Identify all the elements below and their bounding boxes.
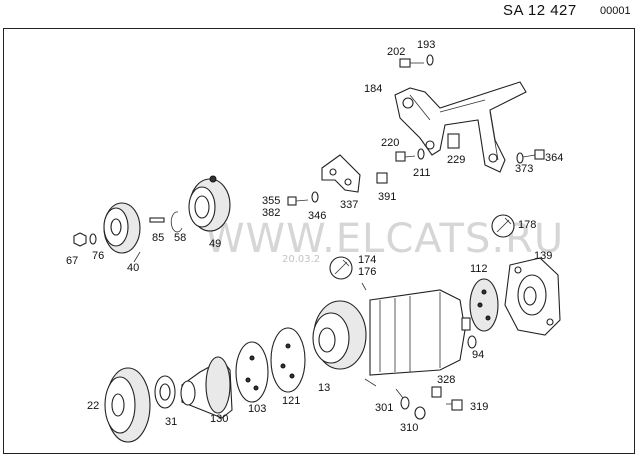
washer-373[interactable] (516, 152, 524, 164)
key-85[interactable] (149, 217, 165, 223)
callout-211: 211 (413, 167, 431, 179)
diagram-frame (3, 28, 635, 454)
o-ring-94[interactable] (467, 335, 477, 349)
bolt-202[interactable] (399, 58, 424, 68)
mounting-bracket[interactable] (394, 81, 527, 173)
bolt-364[interactable] (522, 149, 545, 160)
callout-31: 31 (165, 416, 177, 428)
leader-lines (133, 251, 404, 399)
callout-202: 202 (387, 46, 405, 58)
sheet-code: SA 12 427 (503, 2, 577, 19)
bracket-337[interactable] (321, 154, 361, 193)
disc-121[interactable] (270, 327, 306, 393)
callout-184: 184 (364, 83, 382, 95)
bearing-31[interactable] (154, 375, 176, 409)
callout-220: 220 (381, 137, 399, 149)
callout-22: 22 (87, 400, 99, 412)
callout-58: 58 (174, 232, 186, 244)
callout-346: 346 (308, 210, 326, 222)
callout-67: 67 (66, 255, 78, 267)
wrench-icon-174 (329, 256, 353, 280)
callout-229: 229 (447, 154, 465, 166)
plug-328[interactable] (431, 386, 442, 398)
callout-76: 76 (92, 250, 104, 262)
spacer-229[interactable] (447, 133, 460, 149)
snap-ring-58[interactable] (170, 211, 183, 233)
nut-67[interactable] (73, 232, 87, 247)
washer-346[interactable] (311, 191, 319, 203)
bearing-housing-49[interactable] (188, 175, 231, 232)
callout-13: 13 (318, 382, 330, 394)
cover-139[interactable] (504, 257, 561, 336)
washer-211[interactable] (417, 148, 425, 160)
callout-391: 391 (378, 191, 396, 203)
sheet-header: SA 12 427 00001 (0, 0, 640, 26)
callout-130: 130 (210, 413, 228, 425)
sheet-number: 00001 (600, 5, 631, 17)
washer-193[interactable] (426, 54, 434, 66)
hub-130[interactable] (180, 356, 233, 419)
plate-112[interactable] (469, 278, 499, 332)
washer-76[interactable] (89, 233, 97, 245)
callout-193: 193 (417, 39, 435, 51)
wrench-icon-178 (491, 214, 515, 238)
callout-382: 382 (262, 207, 280, 219)
bolt-319[interactable] (446, 399, 463, 411)
disc-103[interactable] (235, 341, 269, 403)
callout-373: 373 (515, 163, 533, 175)
callout-319: 319 (470, 401, 488, 413)
callout-139: 139 (534, 250, 552, 262)
bolt-220[interactable] (395, 151, 416, 162)
callout-310: 310 (400, 422, 418, 434)
callout-337: 337 (340, 199, 358, 211)
watermark-date: 20.03.2 (282, 254, 320, 265)
callout-301: 301 (375, 402, 393, 414)
callout-178: 178 (518, 219, 536, 231)
callout-103: 103 (248, 403, 266, 415)
spacer-391[interactable] (376, 172, 388, 184)
callout-40: 40 (127, 262, 139, 274)
compressor-13[interactable] (312, 289, 471, 376)
washer-301[interactable] (400, 396, 410, 410)
callout-176: 176 (358, 266, 376, 278)
callout-85: 85 (152, 232, 164, 244)
callout-121: 121 (282, 395, 300, 407)
callout-364: 364 (545, 152, 563, 164)
callout-328: 328 (437, 374, 455, 386)
pulley-22[interactable] (104, 367, 151, 443)
pulley-40[interactable] (103, 202, 141, 254)
bolt-355[interactable] (287, 196, 309, 206)
callout-94: 94 (472, 349, 484, 361)
callout-49: 49 (209, 238, 221, 250)
callout-355: 355 (262, 195, 280, 207)
callout-112: 112 (470, 263, 488, 275)
seal-310[interactable] (414, 406, 426, 420)
callout-174: 174 (358, 254, 376, 266)
